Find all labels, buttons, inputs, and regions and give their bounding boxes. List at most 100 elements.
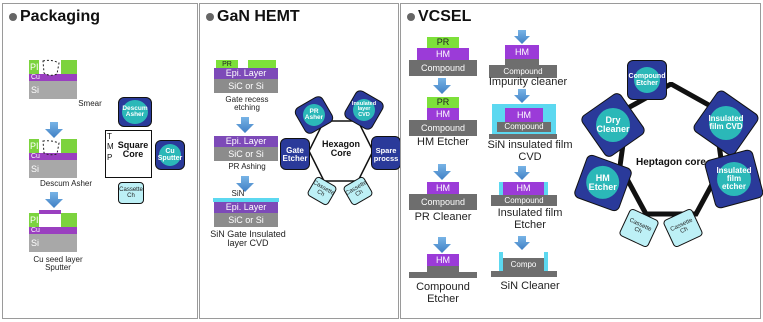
pi-layer xyxy=(61,139,77,153)
down-arrow-icon xyxy=(514,166,530,180)
hm-etcher-label: HM Etcher xyxy=(586,165,620,199)
hm-layer: HM xyxy=(505,108,543,122)
si-layer: Si xyxy=(29,160,77,178)
gate-etcher-label: Gate Etcher xyxy=(282,146,308,163)
epi-layer: Epi. Layer xyxy=(214,68,278,79)
down-arrow-icon xyxy=(236,117,254,133)
cu-sputter-module: Cu Sputter xyxy=(155,140,185,170)
hm-layer: HM xyxy=(417,48,469,60)
pi-layer: PI xyxy=(29,60,39,74)
compound-layer: Compound xyxy=(409,194,477,210)
down-arrow-icon xyxy=(433,78,451,94)
square-core xyxy=(105,130,152,178)
step-label: PR Cleaner xyxy=(414,211,472,223)
hm-layer: HM xyxy=(503,182,544,195)
down-arrow-icon xyxy=(45,122,63,138)
hm-layer: HM xyxy=(427,108,459,120)
epi-layer: Epi. Layer xyxy=(214,136,278,147)
cu-sputter-label: Cu Sputter xyxy=(158,144,182,166)
compound-mesa xyxy=(505,59,539,65)
square-core-label: Square Core xyxy=(117,140,149,160)
packaging-title-text: Packaging xyxy=(20,8,101,25)
smear-residue-icon xyxy=(42,59,60,76)
sin-label: SiN xyxy=(231,189,245,198)
down-arrow-icon xyxy=(45,192,63,208)
compound-layer xyxy=(409,272,477,278)
compound-layer: Compound xyxy=(489,65,557,78)
step-label: Smear xyxy=(78,99,102,108)
si-layer: Si xyxy=(29,81,77,99)
bullet-icon xyxy=(206,12,214,21)
bullet-icon xyxy=(9,12,17,21)
step-label: HM Etcher xyxy=(417,136,469,148)
step-label: PR Ashing xyxy=(228,162,266,171)
hm-layer: HM xyxy=(427,182,459,194)
cu-seed-layer xyxy=(39,210,61,214)
spare-process-module: Spare procss xyxy=(371,136,401,170)
step-label: SiN insulated film CVD xyxy=(487,139,573,163)
pr-layer: PR xyxy=(427,37,459,48)
step-label: SiN Cleaner xyxy=(500,280,560,292)
down-arrow-icon xyxy=(514,30,530,44)
pr-layer: PR xyxy=(427,97,459,108)
compound-layer: Compound xyxy=(491,195,557,206)
hm-layer: HM xyxy=(505,45,539,59)
tmp-label: TMP xyxy=(107,132,115,163)
insulated-cvd-label: Insulated film CVD xyxy=(708,106,744,140)
down-arrow-icon xyxy=(514,236,530,250)
down-arrow-icon xyxy=(433,237,451,253)
sin-sidewall xyxy=(544,182,548,206)
sin-sidewall xyxy=(544,252,548,274)
residue-removal-icon xyxy=(42,140,60,156)
descum-asher-module: Descum Asher xyxy=(118,97,152,127)
insulated-etcher-label: Insulated film etcher xyxy=(716,162,752,196)
compound-base xyxy=(491,271,557,277)
dry-cleaner-label: Dry Cleaner xyxy=(596,108,630,142)
vcsel-title-text: VCSEL xyxy=(418,8,472,25)
step-label: Impurity cleaner xyxy=(488,76,568,88)
packaging-panel: Packaging PI Cu Si Smear PI Cu Si Descum… xyxy=(2,3,198,319)
compound-layer: Compo xyxy=(503,258,544,271)
sin-sidewall xyxy=(499,252,503,274)
compound-mesa xyxy=(427,266,459,272)
packaging-title: Packaging xyxy=(9,8,100,26)
hm-layer: HM xyxy=(427,254,459,266)
insulated-cvd-label: Insulated layer CVD xyxy=(352,99,376,121)
sin-sidewall xyxy=(499,182,503,206)
cu-layer: Cu xyxy=(29,153,77,160)
pi-layer: PI xyxy=(29,139,39,153)
cu-layer: Cu xyxy=(29,227,77,234)
pi-layer: PI xyxy=(29,213,39,227)
descum-asher-label: Descum Asher xyxy=(122,100,148,124)
down-arrow-icon xyxy=(236,176,254,192)
vcsel-title: VCSEL xyxy=(407,8,471,26)
step-label: Cu seed layer Sputter xyxy=(33,255,83,273)
compound-base xyxy=(489,134,557,139)
gan-title-text: GaN HEMT xyxy=(217,8,300,25)
sic-layer: SiC or Si xyxy=(214,147,278,161)
gate-etcher-module: Gate Etcher xyxy=(280,138,310,170)
sin-layer xyxy=(213,198,279,202)
pr-layer: PR xyxy=(216,60,238,68)
gan-title: GaN HEMT xyxy=(206,8,300,26)
step-label: Descum Asher xyxy=(39,179,93,188)
pi-layer xyxy=(61,60,77,74)
step-label: Insulated film Etcher xyxy=(497,207,563,231)
si-layer: Si xyxy=(29,234,77,252)
sic-layer: SiC or Si xyxy=(214,79,278,93)
compound-layer: Compound xyxy=(409,60,477,76)
down-arrow-icon xyxy=(433,164,451,180)
heptagon-core-label: Heptagon core xyxy=(635,157,706,168)
pr-asher-label: PR Asher xyxy=(303,104,325,126)
hexagon-core-label: Hexagon Core xyxy=(321,139,360,159)
pi-layer xyxy=(61,213,77,227)
epi-layer: Epi. Layer xyxy=(214,202,278,213)
compound-etcher-label: Compound Etcher xyxy=(629,67,665,93)
step-label: Gate recess etching xyxy=(225,95,269,113)
down-arrow-icon xyxy=(514,89,530,103)
compound-layer: Compound xyxy=(409,120,477,136)
bullet-icon xyxy=(407,12,415,21)
cu-layer: Cu xyxy=(29,74,77,81)
vcsel-panel: VCSEL PR HM Compound PR HM Compound HM E… xyxy=(400,3,763,319)
cassette-chamber: Cassette Ch xyxy=(118,182,144,204)
